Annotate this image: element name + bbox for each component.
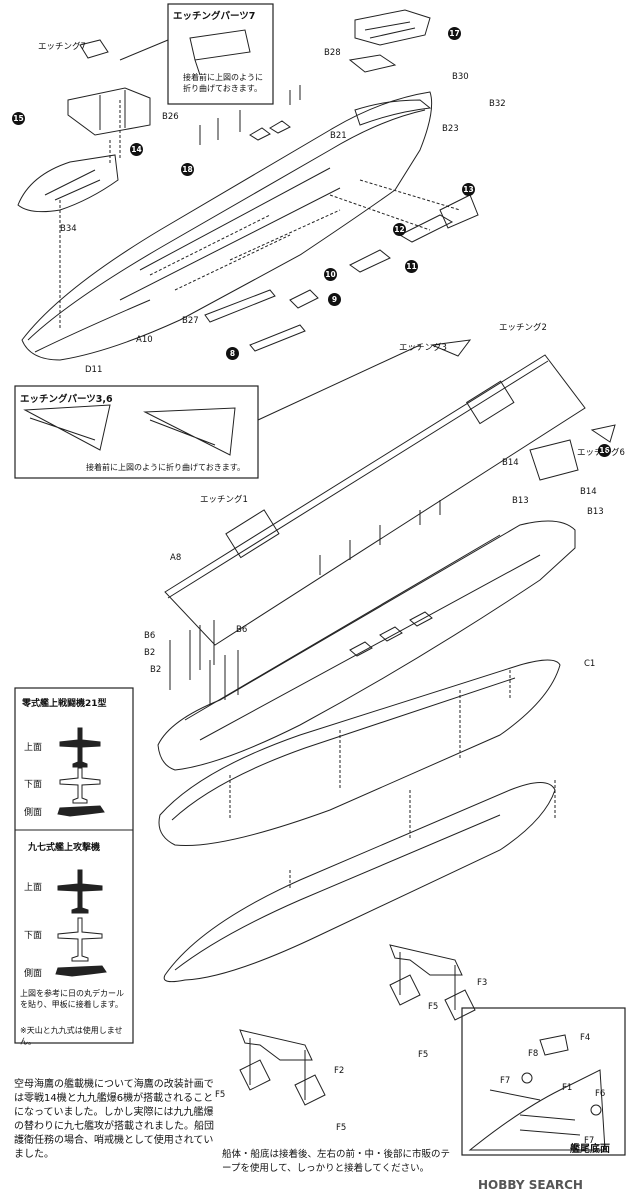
part-label: A10 — [136, 335, 153, 345]
upper-hull-outline — [21, 91, 433, 361]
part-label: F5 — [336, 1123, 347, 1133]
part-label: D11 — [85, 365, 103, 375]
part-label: B2 — [150, 665, 162, 675]
zero-title: 零式艦上戦闘機21型 — [22, 699, 107, 709]
decal-note-2: ※天山と九九式は使用しません。 — [20, 1026, 123, 1046]
kate-side-label: 側面 — [24, 969, 43, 979]
part-label: エッチング7 — [38, 42, 86, 52]
step-number: 10 — [324, 268, 337, 281]
part-label: B6 — [236, 625, 248, 635]
part-label: B26 — [162, 112, 179, 122]
etching36-title: エッチングパーツ3,6 — [20, 394, 113, 405]
step-number: 16 — [598, 444, 611, 457]
stern-title: 艦尾底面 — [570, 1144, 610, 1155]
part-label: F3 — [477, 978, 488, 988]
etching7-note: 接着前に上図のように 折り曲げておきます。 — [183, 73, 263, 93]
part-label: B28 — [324, 48, 341, 58]
part-label: F4 — [580, 1033, 591, 1043]
stand-f3 — [389, 944, 463, 1010]
zero-side-label: 側面 — [24, 808, 43, 818]
part-label: エッチング2 — [499, 323, 547, 333]
step-number: 8 — [226, 347, 239, 360]
part-label: F2 — [334, 1066, 345, 1076]
part-label: B14 — [502, 458, 519, 468]
part-label: F1 — [562, 1083, 573, 1093]
kate-title: 九七式艦上攻撃機 — [28, 843, 101, 853]
decal-note: 上図を参考に日の丸デカールを貼り、甲板に接着します。 — [20, 989, 124, 1009]
history-note: 空母海鷹の艦載機について海鷹の改装計画では零戦14機と九九艦爆6機が搭載されるこ… — [14, 1079, 214, 1160]
kate-top-label: 上面 — [24, 883, 43, 893]
kate-bottom-label: 下面 — [24, 931, 43, 941]
part-label: エッチング1 — [200, 495, 248, 505]
part-label: B27 — [182, 316, 199, 326]
part-label: B13 — [512, 496, 529, 506]
part-label: A8 — [170, 553, 182, 563]
part-label: B32 — [489, 99, 506, 109]
part-label: F7 — [500, 1076, 511, 1086]
glue-note: 船体・船底は接着後、左右の前・中・後部に市販のテープを使用して、しっかりと接着し… — [222, 1149, 451, 1174]
etching36-note: 接着前に上図のように折り曲げておきます。 — [86, 463, 245, 472]
part-label: F5 — [418, 1050, 429, 1060]
part-label: エッチング3 — [399, 343, 447, 353]
step-number: 9 — [328, 293, 341, 306]
watermark: HOBBY SEARCH — [478, 1178, 583, 1192]
step-number: 11 — [405, 260, 418, 273]
part-label: B13 — [587, 507, 604, 517]
step-number: 17 — [448, 27, 461, 40]
zero-bottom-label: 下面 — [24, 780, 43, 790]
part-label: F7 — [584, 1136, 595, 1146]
stern-detail-box — [461, 1007, 626, 1156]
step-number: 15 — [12, 112, 25, 125]
part-label: B30 — [452, 72, 469, 82]
part-label: B2 — [144, 648, 156, 658]
hull-bottom — [163, 782, 556, 983]
part-label: F8 — [528, 1049, 539, 1059]
zero-top-label: 上面 — [24, 743, 43, 753]
part-label: B14 — [580, 487, 597, 497]
history-note-box: 空母海鷹の艦載機について海鷹の改装計画では零戦14機と九九艦爆6機が搭載されるこ… — [14, 1078, 222, 1174]
middle-hull — [157, 520, 576, 771]
etching7-title: エッチングパーツ7 — [173, 11, 256, 22]
step-number: 12 — [393, 223, 406, 236]
part-label: B34 — [60, 224, 77, 234]
part-label: エッチング6 — [577, 448, 625, 458]
part-label: F5 — [428, 1002, 439, 1012]
step-number: 14 — [130, 143, 143, 156]
part-label: B6 — [144, 631, 156, 641]
step-number: 13 — [462, 183, 475, 196]
bow-deck-b34 — [17, 154, 119, 213]
aircraft-panel — [14, 687, 134, 1044]
hull-c1 — [158, 659, 561, 847]
part-label: F6 — [595, 1089, 606, 1099]
part-label: C1 — [584, 659, 596, 669]
part-label: B23 — [442, 124, 459, 134]
step-number: 18 — [181, 163, 194, 176]
flight-deck — [164, 354, 586, 646]
stand-f2 — [239, 1029, 313, 1100]
part-label: F5 — [215, 1090, 226, 1100]
part-label: B21 — [330, 131, 347, 141]
